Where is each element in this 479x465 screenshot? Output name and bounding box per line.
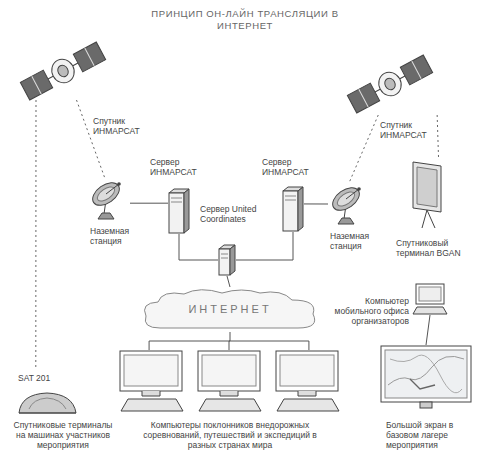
model-label: SAT 201 — [18, 373, 63, 383]
node-label: Наземная станция — [90, 226, 150, 246]
fan-computers-icon — [118, 350, 340, 412]
vehicle-terminal: SAT 201Спутниковые терминалы на машинах … — [15, 370, 80, 415]
server: Сервер ИНМАРСАТ — [168, 188, 190, 234]
satellite-link — [349, 115, 378, 183]
office-computer-icon — [413, 283, 447, 315]
ground-station-icon — [328, 183, 370, 225]
node-label: Спутник ИНМАРСАТ — [93, 116, 148, 136]
satellite: Спутник ИНМАРСАТ — [345, 55, 440, 115]
node-label: Большой экран в базовом лагере мероприят… — [386, 420, 468, 450]
server: Сервер ИНМАРСАТ — [282, 186, 304, 232]
network-line — [304, 203, 328, 204]
ground-station: Наземная станция — [328, 183, 370, 225]
satellite-link — [35, 100, 36, 370]
node-label: Спутник ИНМАРСАТ — [380, 120, 430, 140]
node-label: Компьютеры поклонников внедорожных сорев… — [130, 420, 330, 450]
bgan-terminal: Спутниковый терминал BGAN — [405, 160, 447, 230]
bgan-terminal-icon — [405, 160, 447, 230]
network-line — [236, 232, 293, 260]
server-icon — [168, 188, 190, 234]
satellite-link — [437, 115, 438, 160]
server: Сервер United Coordinates — [218, 244, 236, 276]
fan-computers: Компьютеры поклонников внедорожных сорев… — [118, 350, 340, 412]
ground-station-icon — [88, 178, 130, 220]
node-label: Сервер ИНМАРСАТ — [150, 157, 205, 177]
office-computer: Компьютер мобильного офиса организаторов — [413, 283, 447, 315]
node-label: Спутниковый терминал BGAN — [396, 238, 471, 258]
node-label: Наземная станция — [330, 231, 390, 251]
network-line — [426, 315, 430, 345]
network-line — [130, 203, 168, 204]
big-screen-icon — [380, 345, 472, 410]
diagram-title: ПРИНЦИП ОН-ЛАЙН ТРАНСЛЯЦИИ В ИНТЕРНЕТ — [149, 8, 341, 32]
server-icon — [218, 244, 236, 276]
network-line — [227, 276, 230, 287]
network-line — [179, 234, 218, 260]
internet-cloud: ИНТЕРНЕТ — [140, 287, 320, 332]
satellite: Спутник ИНМАРСАТ — [18, 42, 108, 100]
node-label: ИНТЕРНЕТ — [140, 303, 320, 316]
network-line — [149, 332, 309, 350]
node-label: Сервер ИНМАРСАТ — [262, 157, 317, 177]
node-label: Спутниковые терминалы на машинах участни… — [12, 420, 114, 450]
node-label: Компьютер мобильного офиса организаторов — [333, 296, 409, 326]
satellite-link — [77, 100, 105, 178]
node-label: Сервер United Coordinates — [200, 204, 258, 224]
ground-station: Наземная станция — [88, 178, 130, 220]
big-screen: Большой экран в базовом лагере мероприят… — [380, 345, 472, 410]
satellite-icon — [345, 55, 440, 115]
server-icon — [282, 186, 304, 232]
satellite-icon — [18, 42, 108, 100]
